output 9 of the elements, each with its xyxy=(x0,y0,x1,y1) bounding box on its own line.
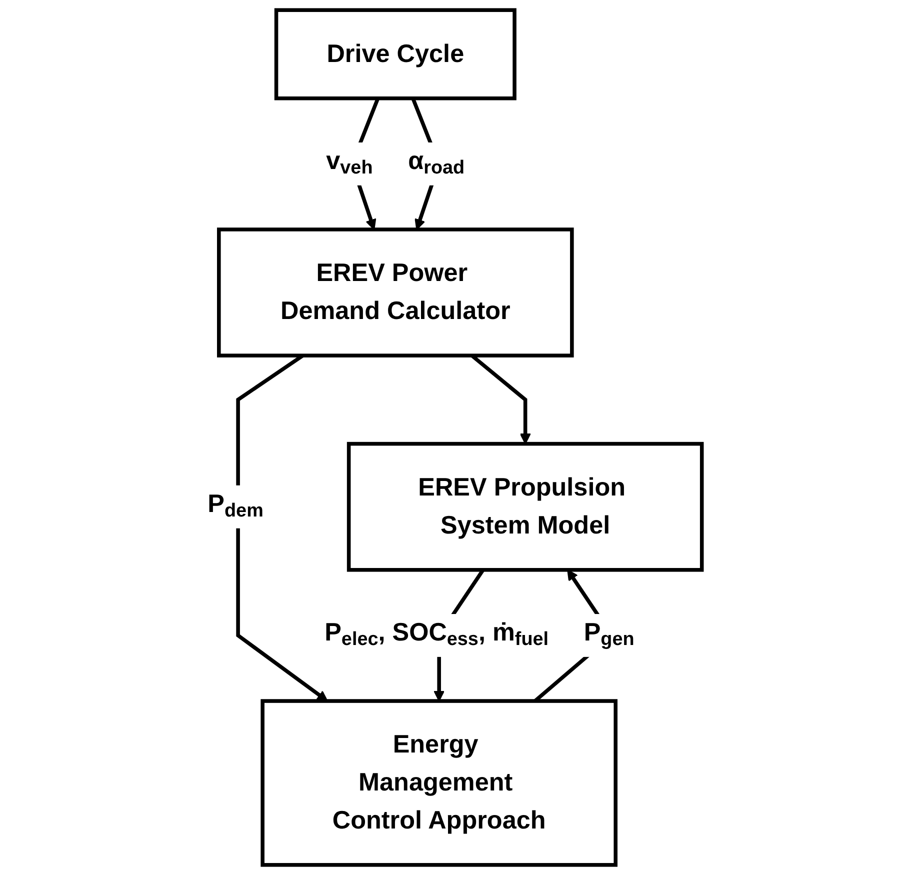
edge-label: P$_{gen}$ xyxy=(584,619,634,650)
edge-label: P$_{dem}$ xyxy=(208,490,264,522)
node-box: Energy Management Control Approach xyxy=(260,699,618,867)
node-box: EREV Propulsion System Model xyxy=(346,442,704,572)
node-box: EREV Power Demand Calculator xyxy=(217,228,574,358)
edge-label: v$_{veh}$ xyxy=(326,148,373,179)
edge-label: α$_{road}$ xyxy=(408,148,465,179)
node-box: Drive Cycle xyxy=(274,8,516,100)
edge-label: P$_{elec}$, SOC$_{ess}$, ṁ$_{fuel}$ xyxy=(324,619,549,650)
